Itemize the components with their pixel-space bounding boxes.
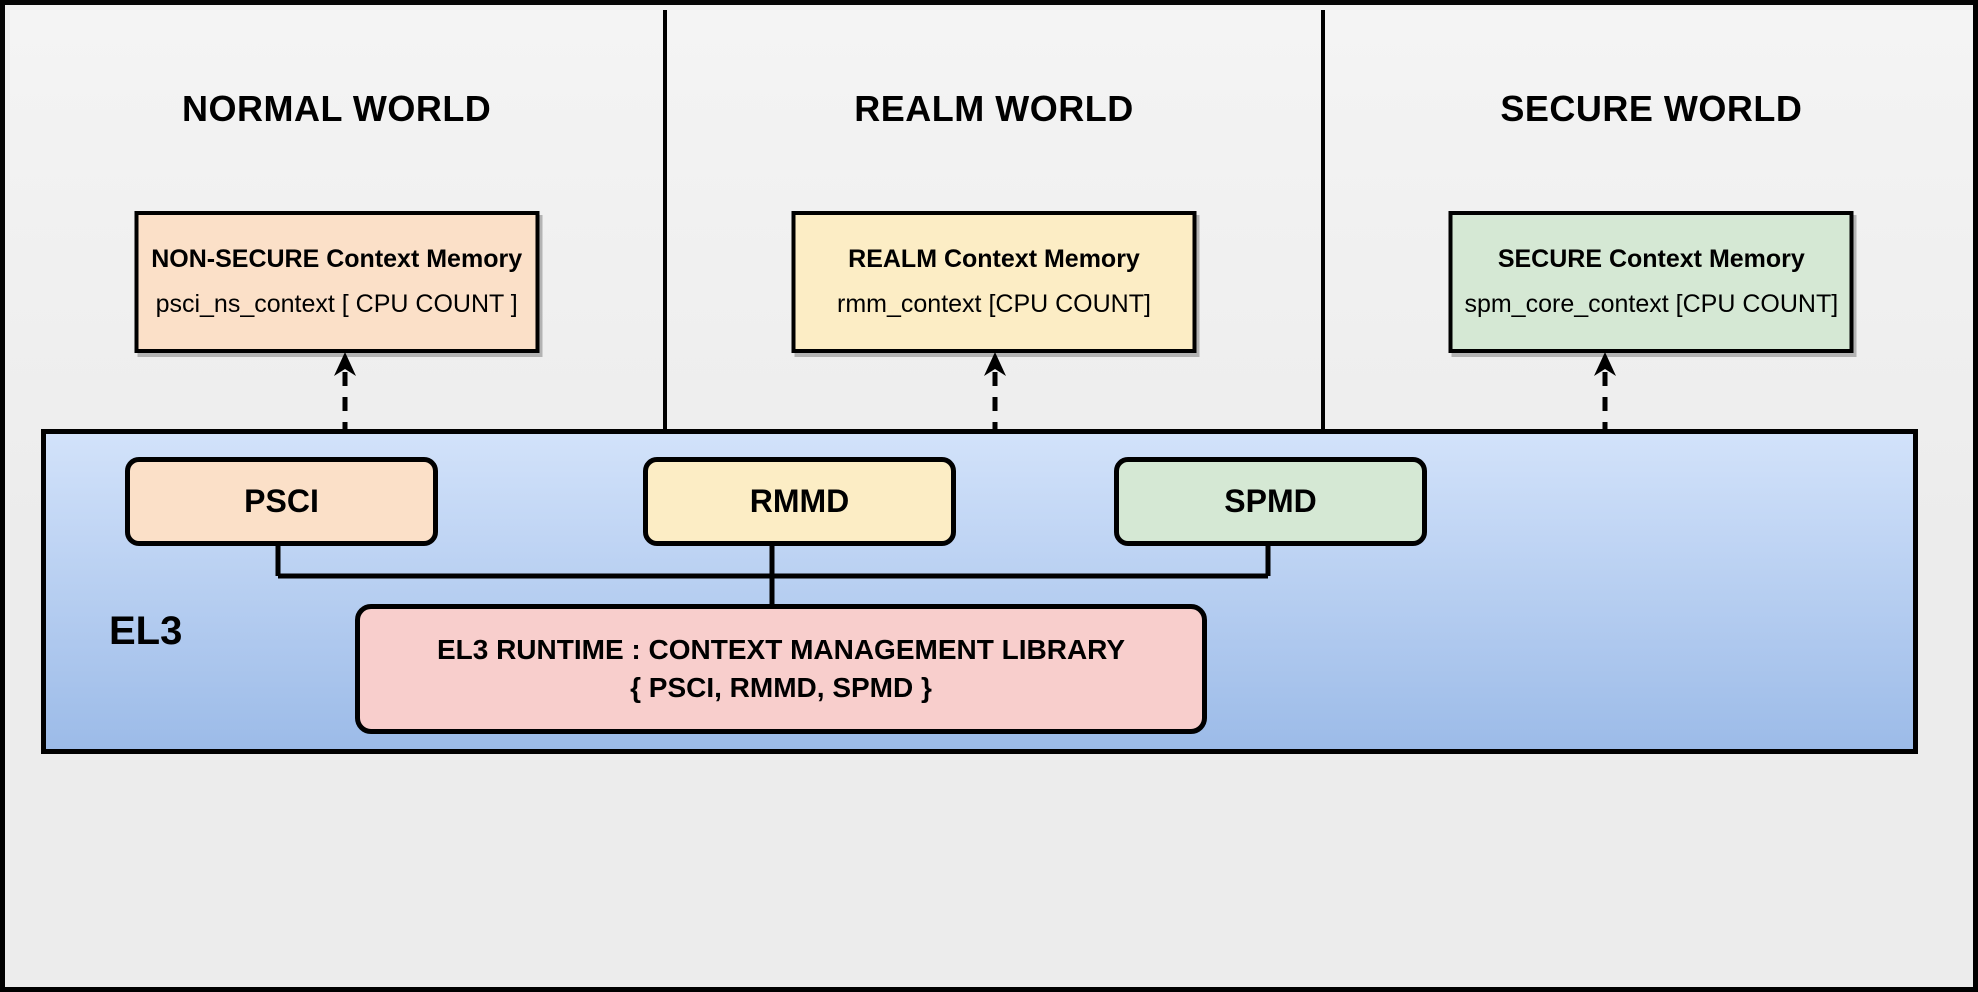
context-memory-title-realm: REALM Context Memory [848,245,1140,273]
world-title-secure: SECURE WORLD [1500,88,1803,129]
world-column-normal: NORMAL WORLD NON-SECURE Context Memory p… [10,10,663,540]
dispatcher-psci[interactable]: PSCI [125,457,438,546]
dispatcher-rmmd-label: RMMD [749,483,850,519]
world-title-realm: REALM WORLD [854,88,1134,129]
world-column-secure: SECURE WORLD SECURE Context Memory spm_c… [1320,10,1973,540]
context-memory-title-secure: SECURE Context Memory [1497,245,1805,273]
el3-runtime-library-line1: EL3 RUNTIME : CONTEXT MANAGEMENT LIBRARY [436,633,1126,665]
context-memory-subtitle-realm: rmm_context [CPU COUNT] [837,290,1151,318]
dispatcher-rmmd[interactable]: RMMD [643,457,956,546]
context-memory-title-non-secure: NON-SECURE Context Memory [151,245,523,273]
world-column-realm: REALM WORLD REALM Context Memory rmm_con… [663,10,1320,540]
el3-container: EL3 PSCI RMMD SPMD EL3 RUNTIME : CONTEXT… [41,429,1918,754]
context-memory-subtitle-non-secure: psci_ns_context [ CPU COUNT ] [155,290,518,318]
el3-label: EL3 [109,609,183,653]
el3-runtime-library-box[interactable]: EL3 RUNTIME : CONTEXT MANAGEMENT LIBRARY… [355,604,1207,734]
dispatcher-spmd[interactable]: SPMD [1114,457,1427,546]
context-memory-box-realm: REALM Context Memory rmm_context [CPU CO… [791,211,1197,353]
context-memory-box-non-secure: NON-SECURE Context Memory psci_ns_contex… [134,211,540,353]
dispatcher-spmd-label: SPMD [1224,483,1317,519]
context-memory-box-secure: SECURE Context Memory spm_core_context [… [1448,211,1854,353]
context-memory-subtitle-secure: spm_core_context [CPU COUNT] [1464,290,1839,318]
dispatcher-psci-label: PSCI [244,483,319,519]
world-title-normal: NORMAL WORLD [182,88,492,129]
el3-runtime-library-line2: { PSCI, RMMD, SPMD } [630,672,932,703]
